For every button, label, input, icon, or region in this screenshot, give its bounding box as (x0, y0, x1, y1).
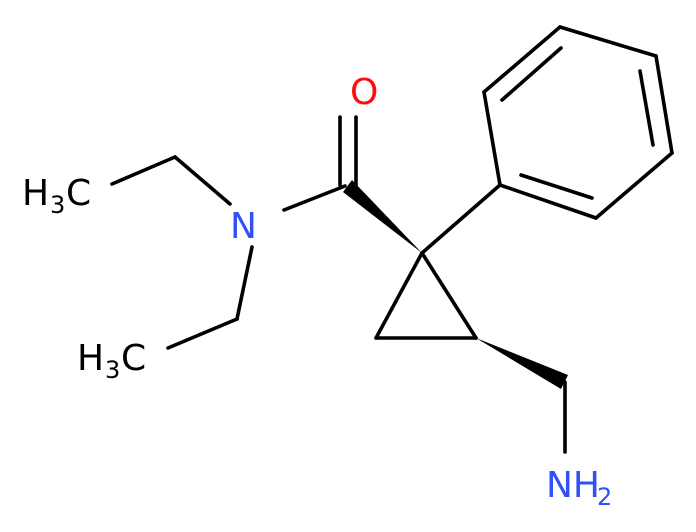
phenyl-inner-1 (500, 46, 563, 102)
svg-text:C: C (121, 338, 146, 379)
wedge-bond-aminomethyl (476, 338, 568, 389)
amine-label: NH 2 (546, 465, 612, 511)
phenyl-bond-4 (654, 54, 674, 155)
phenyl-bond-6 (498, 183, 598, 220)
phenyl-inner-3 (519, 173, 594, 200)
methyl-label-lower: H 3 C (77, 338, 146, 384)
phenyl-inner-2 (638, 69, 655, 147)
phenyl-bond-3 (558, 25, 658, 58)
svg-text:3: 3 (50, 191, 65, 219)
bond-ch2-n-upper (173, 155, 232, 206)
svg-text:C: C (66, 173, 91, 214)
bond-n-ch2-lower (235, 245, 254, 321)
methyl-label-upper: H 3 C (22, 173, 91, 219)
wedge-bond-carbonyl (343, 180, 422, 253)
oxygen-label: O (350, 72, 378, 113)
svg-text:H: H (22, 173, 49, 214)
phenyl-bond-2 (482, 25, 562, 94)
svg-text:H: H (77, 338, 104, 379)
svg-text:NH: NH (546, 465, 600, 506)
bond-n-carbonyl (282, 184, 347, 212)
phenyl-bond-1 (482, 90, 502, 187)
bond-c1-phenyl (420, 183, 502, 255)
bond-ring-c3-c1 (420, 251, 478, 340)
bond-ring-c1-c2 (374, 251, 424, 340)
bond-ch2-ch3-lower (166, 317, 239, 350)
svg-text:2: 2 (597, 483, 612, 511)
bond-ch3-ch2-upper (110, 155, 177, 186)
phenyl-bond-5 (594, 151, 674, 220)
nitrogen-label: N (230, 206, 257, 247)
svg-text:3: 3 (105, 356, 120, 384)
